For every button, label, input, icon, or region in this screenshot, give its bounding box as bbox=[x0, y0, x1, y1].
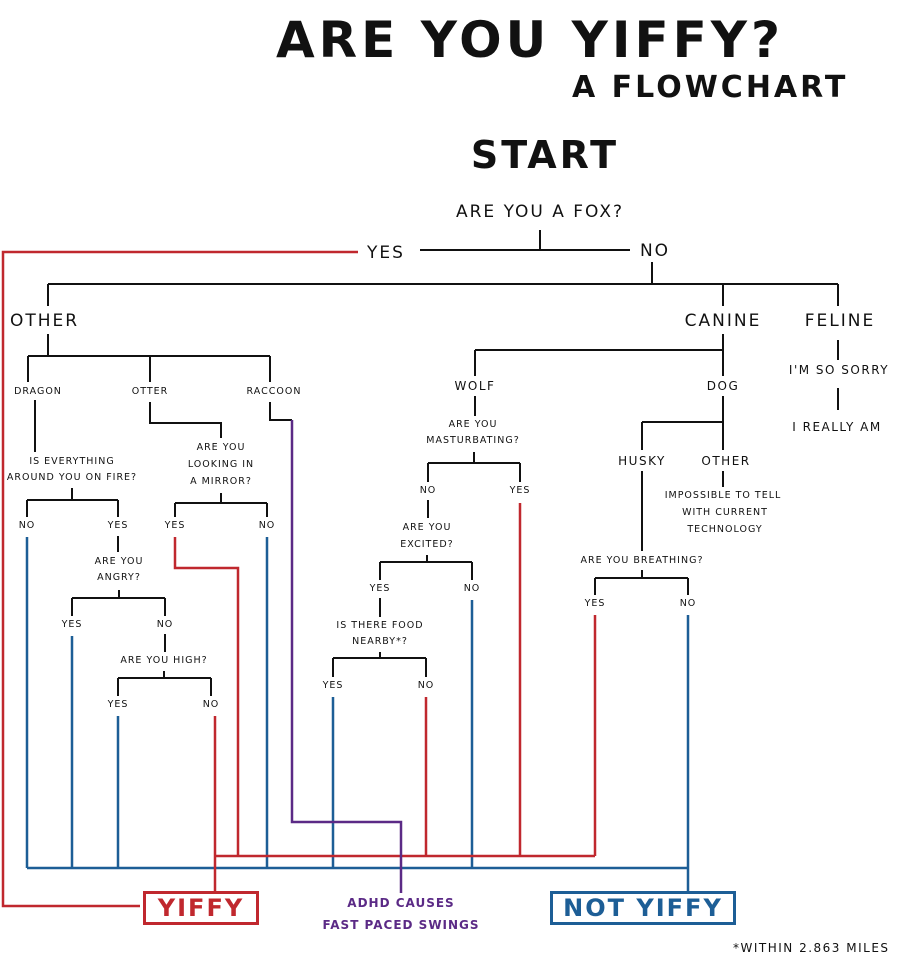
answer-mirror-no: No bbox=[258, 520, 276, 531]
answer-masturbating-yes: Yes bbox=[509, 485, 531, 496]
answer-angry-yes: Yes bbox=[61, 619, 83, 630]
question-mirror-line-3: a mirror? bbox=[190, 476, 252, 487]
answer-fox-yes: Yes bbox=[367, 243, 405, 263]
question-is-everything-line-2: around you on fire? bbox=[6, 472, 138, 483]
path-mirror-yes bbox=[173, 537, 240, 856]
answer-breathing-yes: Yes bbox=[584, 598, 606, 609]
branch-dragon: Dragon bbox=[14, 386, 62, 397]
page-title: ARE YOU YIFFY? bbox=[275, 11, 785, 69]
feline-im-so-sorry: I'm so sorry bbox=[788, 363, 890, 377]
answer-fire-no: No bbox=[18, 520, 36, 531]
answer-masturbating-no: No bbox=[419, 485, 437, 496]
branch-dog-other: Other bbox=[701, 454, 751, 468]
question-masturbating-line-2: masturbating? bbox=[426, 435, 520, 446]
branch-wolf: Wolf bbox=[454, 379, 496, 393]
question-mirror-line-2: looking in bbox=[187, 459, 255, 470]
path-fox-yes bbox=[1, 250, 358, 908]
answer-breathing-no: No bbox=[679, 598, 697, 609]
answer-food-no: No bbox=[417, 680, 435, 691]
question-are-you-angry-line-1: Are you bbox=[94, 556, 144, 567]
question-food-line-2: nearby*? bbox=[352, 636, 408, 647]
feline-i-really-am: I really am bbox=[792, 420, 882, 434]
impossible-line-3: technology bbox=[687, 524, 763, 535]
question-mirror-line-1: Are you bbox=[196, 442, 246, 453]
answer-fire-yes: Yes bbox=[107, 520, 129, 531]
branch-raccoon: Raccoon bbox=[246, 386, 302, 397]
question-are-you-high: Are you high? bbox=[120, 655, 208, 666]
question-food-line-1: Is there food bbox=[336, 620, 424, 631]
path-raccoon-adhd bbox=[290, 420, 403, 893]
question-are-you-a-fox: Are you a fox? bbox=[455, 202, 625, 222]
question-masturbating-line-1: Are you bbox=[448, 419, 498, 430]
branch-otter: Otter bbox=[131, 386, 169, 397]
footnote-within-miles: *within 2.863 miles bbox=[733, 941, 890, 955]
answer-food-yes: Yes bbox=[322, 680, 344, 691]
answer-high-yes: Yes bbox=[107, 699, 129, 710]
branch-feline: Feline bbox=[804, 311, 876, 331]
question-are-you-angry-line-2: angry? bbox=[97, 572, 141, 583]
question-are-you-breathing: Are you breathing? bbox=[580, 555, 704, 566]
connector-otter-down bbox=[149, 402, 222, 438]
question-excited-line-2: excited? bbox=[400, 539, 454, 550]
start-label: START bbox=[470, 133, 620, 177]
outcome-yiffy-box: YIFFY bbox=[143, 891, 259, 925]
answer-mirror-yes: Yes bbox=[164, 520, 186, 531]
impossible-line-1: Impossible to tell bbox=[664, 490, 782, 501]
branch-canine: Canine bbox=[684, 311, 762, 331]
branch-husky: Husky bbox=[618, 454, 666, 468]
outcome-adhd-line-1: ADHD causes bbox=[347, 896, 455, 910]
question-excited-line-1: Are you bbox=[402, 522, 452, 533]
branch-other: Other bbox=[10, 311, 80, 331]
page-subtitle: A FLOWCHART bbox=[572, 70, 849, 105]
outcome-not-yiffy-box: NOT YIFFY bbox=[550, 891, 736, 925]
answer-angry-no: No bbox=[156, 619, 174, 630]
impossible-line-2: with current bbox=[682, 507, 768, 518]
question-is-everything-line-1: Is everything bbox=[29, 456, 115, 467]
answer-excited-yes: Yes bbox=[369, 583, 391, 594]
outcome-adhd-line-2: fast paced swings bbox=[322, 918, 480, 932]
answer-fox-no: No bbox=[639, 241, 671, 261]
connector-raccoon-down bbox=[269, 402, 292, 421]
branch-dog: Dog bbox=[706, 379, 740, 393]
answer-excited-no: No bbox=[463, 583, 481, 594]
answer-high-no: No bbox=[202, 699, 220, 710]
